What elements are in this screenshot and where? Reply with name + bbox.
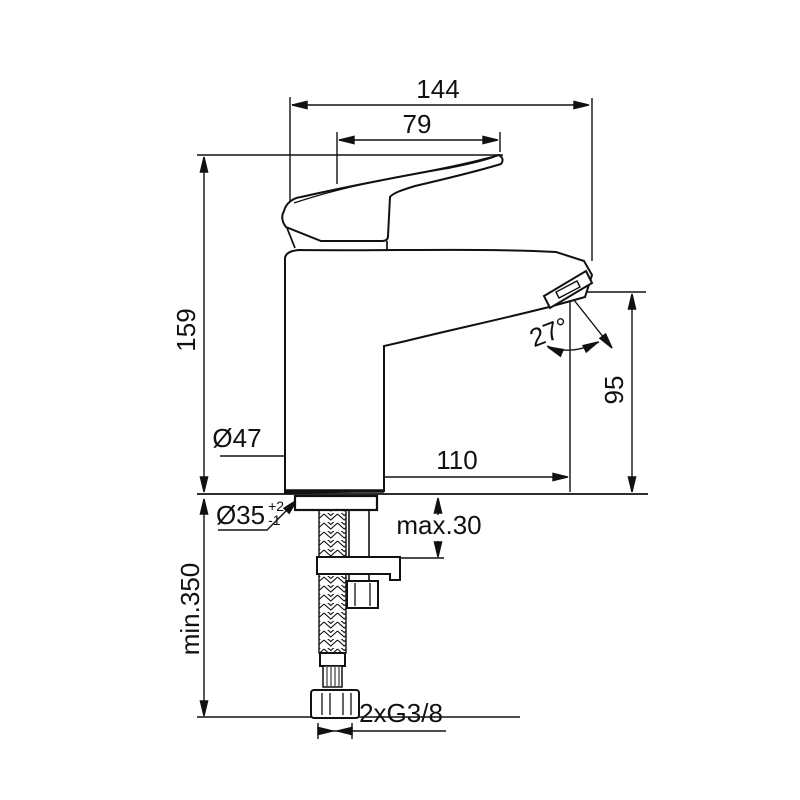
label-body-diameter: Ø47 [212,423,262,453]
leader-mounting-hole [218,496,301,531]
hose-collar [319,652,346,667]
aerator-slot [555,280,581,299]
aerator-outline [542,269,594,310]
hole-tolerance: +2 -1 [268,499,284,527]
base-gasket [293,494,379,512]
dim-handle-length [336,132,501,184]
dim-total-height [197,154,503,493]
clamping-nut [346,580,379,609]
supply-hose-upper [318,509,347,558]
clamping-flange [316,556,401,581]
label-total-height: 159 [171,308,201,352]
dim-deck-thickness [396,497,444,559]
dim-total-width [289,97,593,261]
label-spout-reach: 110 [436,445,478,475]
hose-thread [322,665,343,688]
faucet-fixture [281,153,594,495]
label-connection-thread: 2xG3/8 [359,698,443,728]
hose-nut [310,689,360,719]
label-mounting-hole: Ø35 +2 -1 [215,499,284,530]
dim-stream-angle [545,294,616,492]
label-deck-thickness: max.30 [396,510,482,540]
handle-base-joins [286,227,388,250]
label-hose-length: min.350 [175,562,205,656]
hose-thread-ribs [326,667,340,686]
label-hole-diameter: Ø35 [215,500,266,530]
label-handle-length: 79 [402,109,432,139]
clamping-nut-flats [354,583,371,606]
handle-outline [281,153,504,242]
dim-connection-thread [317,723,446,739]
supply-hose-lower [318,573,347,654]
under-deck-assembly [293,494,401,719]
tolerance-minus: -1 [268,512,281,528]
handle-edge-line [293,156,495,204]
tolerance-plus: +2 [268,498,285,514]
label-total-width: 144 [416,74,460,104]
mounting-shank [348,510,370,581]
faucet-body-outline [284,248,594,495]
label-outlet-height: 95 [599,375,629,405]
hose-nut-flats [321,693,352,715]
